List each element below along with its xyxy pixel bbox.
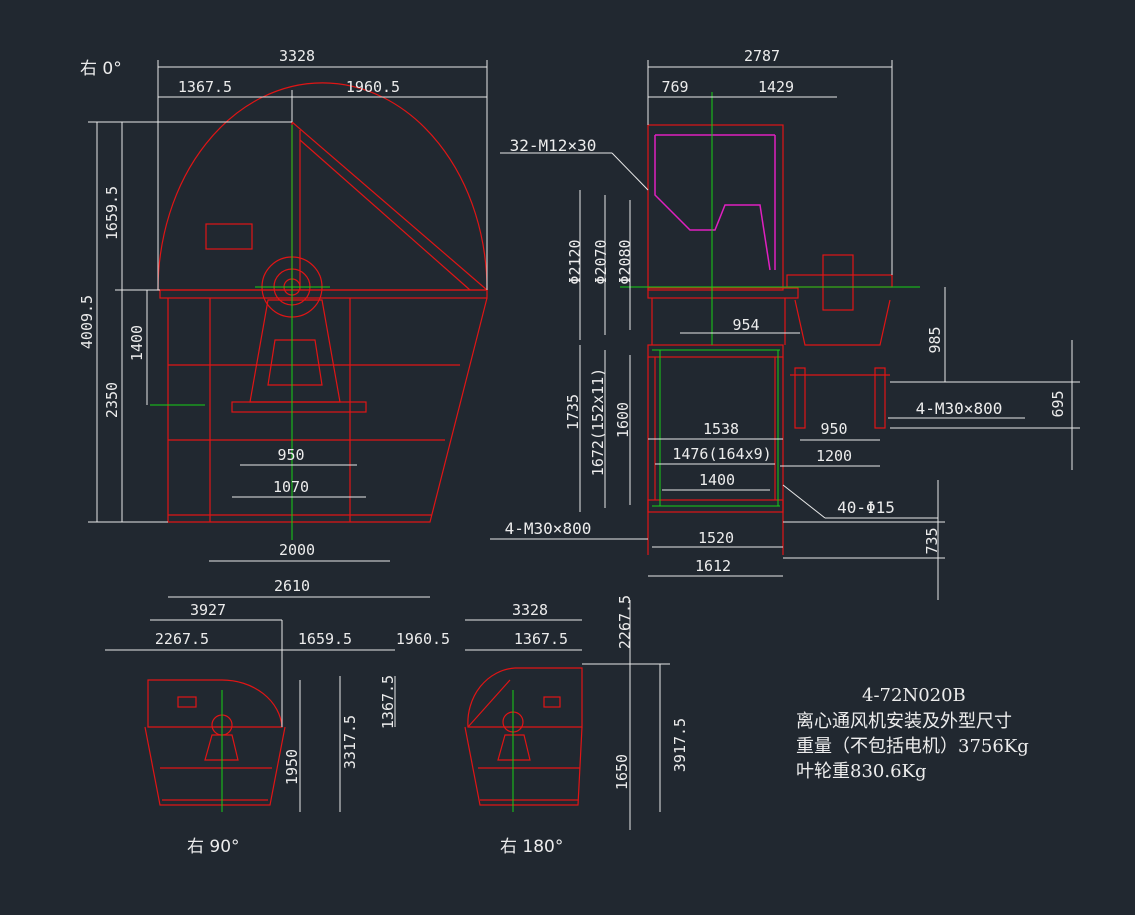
label-anchor-left: 4-M30×800: [505, 519, 592, 538]
dim-1650: 1650: [613, 754, 631, 790]
label-anchor-right: 4-M30×800: [916, 399, 1003, 418]
dim-1367-5: 1367.5: [178, 78, 232, 96]
model-number: 4-72N020B: [862, 685, 966, 706]
dim-2610: 2610: [274, 577, 310, 595]
dim-1960-5: 1960.5: [346, 78, 400, 96]
dim-1400: 1400: [128, 325, 146, 361]
dim-1735: 1735: [564, 394, 582, 430]
dim-1950: 1950: [283, 749, 301, 785]
view-label-right-0: 右 0°: [80, 59, 122, 79]
dim-769: 769: [661, 78, 688, 96]
view-90-fan: [105, 619, 396, 812]
dim-950-side: 950: [820, 420, 847, 438]
dim-950: 950: [277, 446, 304, 464]
dim-2267-5: 2267.5: [155, 630, 209, 648]
dim-3927: 3927: [190, 601, 226, 619]
title-line-3: 叶轮重830.6Kg: [796, 761, 927, 782]
dim-4009-5: 4009.5: [78, 295, 96, 349]
dim-1659-5: 1659.5: [103, 186, 121, 240]
dim-d2080: Φ2080: [616, 239, 634, 284]
dim-2000: 2000: [279, 541, 315, 559]
dim-3317-5: 3317.5: [341, 715, 359, 769]
dim-1538: 1538: [703, 420, 739, 438]
dim-735: 735: [923, 527, 941, 554]
dim-3328-b: 3328: [512, 601, 548, 619]
side-view-dimension-lines: [490, 60, 1080, 600]
dim-695: 695: [1049, 390, 1067, 417]
dim-985: 985: [926, 326, 944, 353]
label-bolts: 32-M12×30: [510, 136, 597, 155]
dim-1600: 1600: [614, 402, 632, 438]
view-180-fan: [464, 600, 670, 830]
dim-954: 954: [732, 316, 759, 334]
dim-3328: 3328: [279, 47, 315, 65]
front-view-fan: [150, 82, 488, 540]
dim-1070: 1070: [273, 478, 309, 496]
dim-1200: 1200: [816, 447, 852, 465]
dim-1400-side: 1400: [699, 471, 735, 489]
dim-3917-5: 3917.5: [671, 718, 689, 772]
label-holes: 40-Φ15: [837, 498, 895, 517]
view-label-right-180: 右 180°: [500, 837, 563, 857]
title-line-2: 重量（不包括电机）3756Kg: [796, 736, 1029, 757]
dim-1960-5-b: 1960.5: [396, 630, 450, 648]
dim-1476: 1476(164x9): [672, 445, 771, 463]
dim-1672: 1672(152x11): [589, 368, 607, 476]
title-line-1: 离心通风机安装及外型尺寸: [796, 711, 1012, 732]
dim-2350: 2350: [103, 382, 121, 418]
front-view-dimension-lines: [88, 60, 488, 598]
dim-d2070: Φ2070: [592, 239, 610, 284]
dim-1659-5-b: 1659.5: [298, 630, 352, 648]
dim-1367-5-v: 1367.5: [379, 675, 397, 729]
dim-1612: 1612: [695, 557, 731, 575]
dim-1367-5-b: 1367.5: [514, 630, 568, 648]
side-view-fan: [620, 92, 920, 555]
dim-1520: 1520: [698, 529, 734, 547]
dim-d2120: Φ2120: [566, 239, 584, 284]
dim-1429: 1429: [758, 78, 794, 96]
dim-2267-5-v: 2267.5: [616, 595, 634, 649]
dim-2787: 2787: [744, 47, 780, 65]
view-label-right-90: 右 90°: [187, 837, 240, 857]
